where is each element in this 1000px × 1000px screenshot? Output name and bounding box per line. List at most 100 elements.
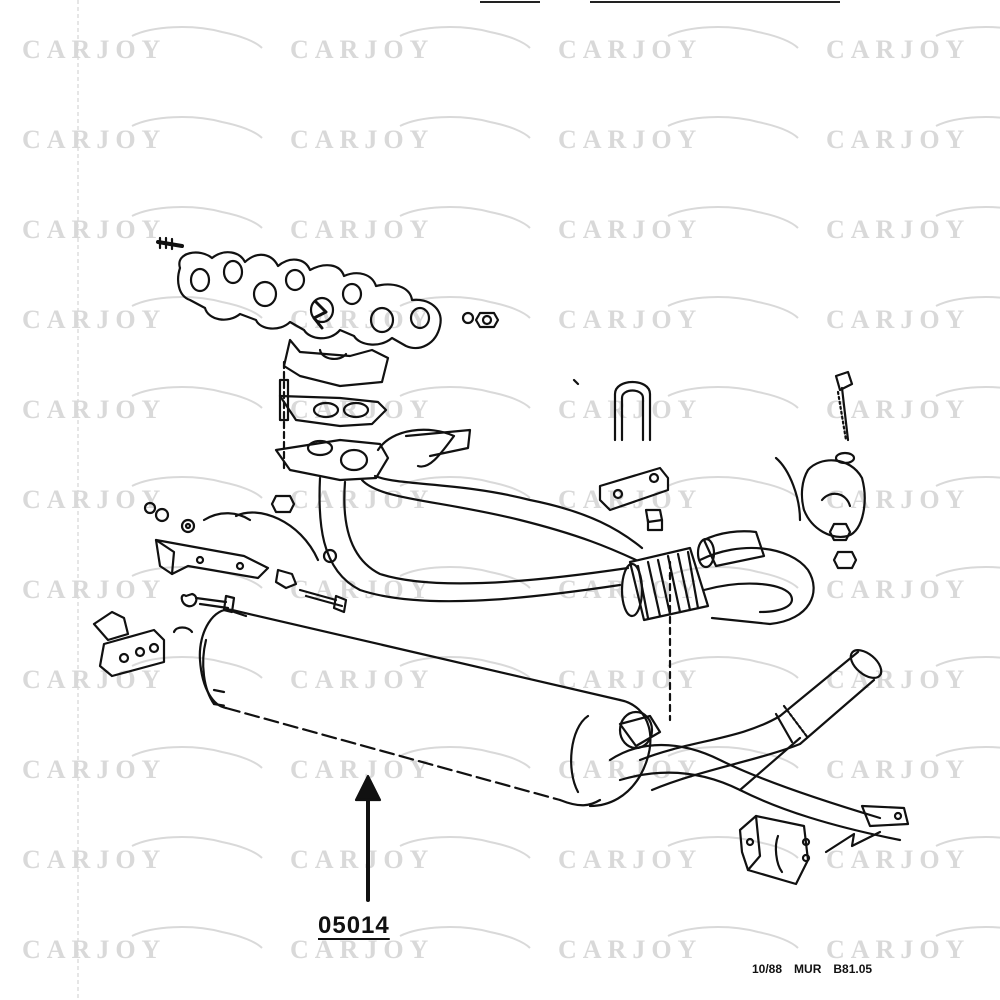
part-number-label[interactable]: 05014 xyxy=(318,912,390,939)
watermark-text: CARJOY xyxy=(826,935,970,964)
watermark-logo: CARJOY xyxy=(558,26,799,64)
front-rubber-mount xyxy=(92,610,194,678)
watermark-car-icon xyxy=(399,566,531,589)
watermark-logo: CARJOY xyxy=(290,26,531,64)
watermark-text: CARJOY xyxy=(558,755,702,784)
front-downpipe xyxy=(234,474,644,603)
watermark-car-icon xyxy=(667,206,799,229)
watermark-logo: CARJOY xyxy=(826,566,1000,604)
drawing-date: 10/88 xyxy=(752,962,783,976)
watermark-text: CARJOY xyxy=(290,935,434,964)
watermark-text: CARJOY xyxy=(826,485,970,514)
watermark-car-icon xyxy=(667,116,799,139)
watermark-car-icon xyxy=(667,386,799,409)
watermark-logo: CARJOY xyxy=(22,836,263,874)
watermark-logo: CARJOY xyxy=(22,746,263,784)
watermark-car-icon xyxy=(131,926,263,949)
watermark-car-icon xyxy=(399,476,531,499)
watermark-text: CARJOY xyxy=(290,305,434,334)
callout-arrow xyxy=(354,774,382,902)
watermark-car-icon xyxy=(131,26,263,49)
watermark-car-icon xyxy=(131,836,263,859)
watermark-text: CARJOY xyxy=(826,215,970,244)
watermark-logo: CARJOY xyxy=(558,116,799,154)
watermark-logo: CARJOY xyxy=(826,746,1000,784)
watermark-text: CARJOY xyxy=(22,575,166,604)
watermark-car-icon xyxy=(667,746,799,769)
watermark-logo: CARJOY xyxy=(22,206,263,244)
watermark-logo: CARJOY xyxy=(290,566,531,604)
watermark-logo: CARJOY xyxy=(826,206,1000,244)
watermark-text: CARJOY xyxy=(558,665,702,694)
watermark-car-icon xyxy=(399,386,531,409)
watermark-logo: CARJOY xyxy=(826,296,1000,334)
watermark-car-icon xyxy=(131,476,263,499)
watermark-car-icon xyxy=(399,116,531,139)
watermark-layer: CARJOY CARJOY CARJOY CARJOY CARJOY CARJOY CARJ… xyxy=(22,26,1000,964)
watermark-text: CARJOY xyxy=(558,35,702,64)
watermark-logo: CARJOY xyxy=(558,206,799,244)
watermark-logo: CARJOY xyxy=(22,566,263,604)
watermark-car-icon xyxy=(935,746,1000,757)
watermark-logo: CARJOY xyxy=(826,386,1000,424)
drawing-code-a: MUR xyxy=(794,962,822,976)
scan-artifacts xyxy=(77,0,840,1000)
watermark-car-icon xyxy=(131,116,263,139)
watermark-text: CARJOY xyxy=(558,845,702,874)
watermark-text: CARJOY xyxy=(22,395,166,424)
watermark-text: CARJOY xyxy=(22,935,166,964)
watermark-car-icon xyxy=(131,746,263,769)
watermark-logo: CARJOY xyxy=(558,386,799,424)
watermark-logo: CARJOY xyxy=(558,926,799,964)
watermark-text: CARJOY xyxy=(22,125,166,154)
watermark-logo: CARJOY xyxy=(290,926,531,964)
watermark-text: CARJOY xyxy=(22,35,166,64)
watermark-logo: CARJOY xyxy=(826,116,1000,154)
watermark-logo: CARJOY xyxy=(826,476,1000,514)
watermark-text: CARJOY xyxy=(826,395,970,424)
watermark-text: CARJOY xyxy=(290,215,434,244)
watermark-car-icon xyxy=(399,926,531,949)
watermark-car-icon xyxy=(935,566,1000,577)
watermark-text: CARJOY xyxy=(558,575,702,604)
exhaust-manifold xyxy=(156,236,500,388)
watermark-logo: CARJOY xyxy=(22,296,263,334)
watermark-text: CARJOY xyxy=(826,845,970,874)
watermark-text: CARJOY xyxy=(290,665,434,694)
watermark-text: CARJOY xyxy=(22,485,166,514)
watermark-car-icon xyxy=(131,206,263,229)
watermark-car-icon xyxy=(935,206,1000,217)
watermark-text: CARJOY xyxy=(826,755,970,784)
watermark-car-icon xyxy=(935,296,1000,307)
watermark-logo: CARJOY xyxy=(22,26,263,64)
watermark-text: CARJOY xyxy=(558,935,702,964)
watermark-logo: CARJOY xyxy=(22,656,263,694)
watermark-logo: CARJOY xyxy=(22,386,263,424)
watermark-logo: CARJOY xyxy=(290,746,531,784)
watermark-logo: CARJOY xyxy=(22,926,263,964)
watermark-text: CARJOY xyxy=(826,125,970,154)
u-bolt-clamp xyxy=(572,378,670,532)
watermark-car-icon xyxy=(399,656,531,679)
watermark-logo: CARJOY xyxy=(290,836,531,874)
watermark-text: CARJOY xyxy=(826,665,970,694)
front-mounting-bracket xyxy=(143,501,348,614)
watermark-text: CARJOY xyxy=(22,305,166,334)
watermark-logo: CARJOY xyxy=(826,926,1000,964)
watermark-car-icon xyxy=(667,296,799,319)
watermark-logo: CARJOY xyxy=(558,656,799,694)
watermark-text: CARJOY xyxy=(290,845,434,874)
watermark-logo: CARJOY xyxy=(22,476,263,514)
manifold-gasket-and-flange xyxy=(270,360,472,514)
watermark-logo: CARJOY xyxy=(558,476,799,514)
watermark-car-icon xyxy=(667,26,799,49)
watermark-logo: CARJOY xyxy=(290,476,531,514)
flex-joint xyxy=(620,530,815,626)
watermark-logo: CARJOY xyxy=(558,746,799,784)
watermark-logo: CARJOY xyxy=(558,296,799,334)
watermark-car-icon xyxy=(131,386,263,409)
watermark-text: CARJOY xyxy=(290,125,434,154)
watermark-car-icon xyxy=(131,296,263,319)
watermark-logo: CARJOY xyxy=(22,116,263,154)
